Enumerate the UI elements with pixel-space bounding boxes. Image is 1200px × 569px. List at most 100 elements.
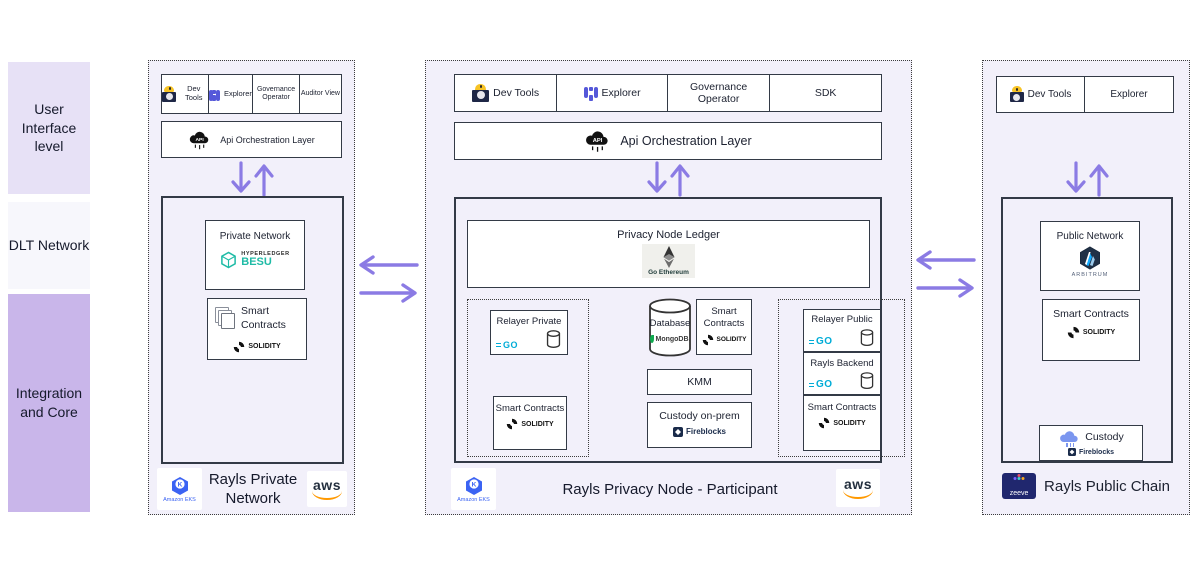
left-dlt-container: Private Network HYPERLEDGER BESU Smart C… [161, 196, 344, 464]
api-orchestration-layer: API Api Orchestration Layer [454, 122, 882, 160]
go-ethereum-logo: Go Ethereum [642, 244, 695, 279]
solidity-logo: SOLIDITY [212, 341, 302, 353]
dev-tools-button[interactable]: Dev Tools [455, 75, 558, 111]
golang-logo: GO [809, 336, 833, 347]
kmm-label: KMM [687, 376, 712, 388]
public-network-title: Public Network [1056, 231, 1124, 242]
golang-logo: GO [496, 340, 518, 350]
go-dash-icon [809, 382, 814, 387]
governance-operator-label: Governance Operator [256, 85, 296, 101]
smart-contracts-box: Smart Contracts SOLIDITY [207, 298, 307, 360]
database-cylinder-icon [860, 372, 874, 389]
aws-wordmark: aws [844, 476, 872, 492]
governance-operator-label: Governance Operator [690, 80, 748, 105]
fireblocks-label: Fireblocks [1078, 448, 1114, 456]
api-orchestration-label: Api Orchestration Layer [220, 134, 315, 145]
smart-contracts-title: Smart Contracts [241, 305, 286, 331]
panel-title: Rayls Private Network [208, 471, 298, 507]
contracts-pages-icon [215, 306, 237, 331]
solidity-logo: SOLIDITY [697, 334, 751, 346]
custody-box: Custody Fireblocks [1039, 425, 1143, 461]
golang-logo: GO [809, 379, 833, 390]
besu-icon [221, 251, 237, 269]
smart-contracts-box: Smart Contracts SOLIDITY [1042, 299, 1140, 361]
api-orchestration-label: Api Orchestration Layer [620, 134, 752, 148]
explorer-label: Explorer [223, 88, 252, 98]
amazon-eks-label: Amazon EKS [163, 496, 196, 503]
custody-on-prem-box: Custody on-prem Fireblocks [647, 402, 752, 448]
explorer-button[interactable]: Explorer [557, 75, 668, 111]
fireblocks-label: Fireblocks [685, 427, 726, 437]
governance-operator-button[interactable]: Governance Operator [667, 75, 771, 111]
rayls-backend-title: Rayls Backend [810, 358, 874, 369]
right-toolbar: Dev Tools Explorer [996, 76, 1174, 113]
explorer-button[interactable]: Explorer [208, 75, 254, 113]
level-label-text: DLT Network [8, 237, 90, 254]
arbitrum-icon [1080, 246, 1100, 270]
sdk-button[interactable]: SDK [770, 75, 881, 111]
explorer-button[interactable]: Explorer [1085, 77, 1173, 112]
go-dash-icon [809, 339, 814, 344]
hardhat-devtools-icon [162, 85, 176, 102]
solidity-label: SOLIDITY [716, 336, 747, 344]
dev-tools-button[interactable]: Dev Tools [997, 77, 1085, 112]
aws-logo: aws [307, 471, 347, 507]
panel-title: Rayls Public Chain [1044, 477, 1170, 495]
blockscout-explorer-icon [208, 88, 220, 101]
api-cloud-icon: API [190, 131, 209, 149]
dev-tools-label: Dev Tools [185, 84, 203, 102]
hardhat-devtools-icon [1009, 86, 1024, 102]
arbitrum-label: ARBITRUM [1071, 272, 1109, 278]
svg-text:K: K [177, 481, 182, 488]
vertical-arrows-icon [1066, 161, 1109, 197]
panel-title: Rayls Privacy Node - Participant [562, 481, 778, 498]
aws-wordmark: aws [313, 477, 341, 493]
dev-tools-button[interactable]: Dev Tools [162, 75, 209, 113]
custody-on-prem-title: Custody on-prem [659, 410, 740, 422]
relayer-private-title: Relayer Private [496, 316, 562, 327]
relayer-public-group: Relayer Public GO Rayls Backend GO [778, 299, 905, 457]
mongodb-logo: MongoDB. [647, 335, 693, 343]
relayer-private-box: Relayer Private GO [490, 310, 568, 355]
eks-hexagon-icon: K [465, 476, 482, 495]
mongodb-cylinder-icon [649, 298, 691, 357]
arbitrum-logo: ARBITRUM [1041, 246, 1139, 278]
public-chain-container: Public Network ARBITRUM Smart Contracts [1001, 197, 1173, 463]
sdk-label: SDK [814, 86, 837, 99]
dev-tools-label: Dev Tools [1027, 88, 1072, 100]
solidity-label: SOLIDITY [248, 343, 281, 351]
solidity-label: SOLIDITY [1082, 328, 1116, 336]
public-network-box: Public Network ARBITRUM [1040, 221, 1140, 291]
zeeve-logo: zeeve [1002, 473, 1037, 499]
ethereum-icon [663, 246, 674, 269]
vertical-arrows-icon [231, 161, 274, 197]
database-box: Database MongoDB. [647, 298, 693, 357]
rayls-privacy-node-panel: Dev Tools Explorer Governance Operator S… [425, 60, 912, 515]
fireblocks-logo: Fireblocks [1040, 448, 1142, 456]
auditor-view-button[interactable]: Auditor View [299, 75, 341, 113]
amazon-eks-label: Amazon EKS [457, 496, 490, 503]
database-cylinder-icon [546, 330, 561, 348]
hardhat-devtools-icon [472, 83, 490, 102]
auditor-view-label: Auditor View [300, 89, 340, 97]
svg-text:K: K [471, 481, 476, 488]
go-label: GO [816, 379, 833, 390]
solidity-label: SOLIDITY [833, 419, 866, 427]
smart-contracts-title: Smart Contracts [495, 403, 565, 414]
aws-logo: aws [836, 469, 880, 507]
middle-toolbar: Dev Tools Explorer Governance Operator S… [454, 74, 882, 112]
right-footer: zeeve Rayls Public Chain [983, 473, 1189, 499]
fireblocks-logo: Fireblocks [648, 426, 751, 437]
rayls-public-chain-panel: Dev Tools Explorer Public Network [982, 60, 1190, 515]
left-toolbar: Dev Tools Explorer Governance Operator A… [161, 74, 342, 114]
solidity-logo: SOLIDITY [494, 418, 566, 430]
governance-operator-button[interactable]: Governance Operator [253, 75, 300, 113]
fireblocks-icon [1067, 448, 1076, 456]
aws-smile-icon [843, 490, 873, 499]
go-label: GO [816, 336, 833, 347]
relayer-public-box: Relayer Public GO [803, 309, 881, 352]
vertical-arrows-icon [647, 161, 690, 197]
zeeve-label: zeeve [1009, 489, 1029, 497]
smart-contracts-box: Smart Contracts SOLIDITY [803, 395, 881, 451]
